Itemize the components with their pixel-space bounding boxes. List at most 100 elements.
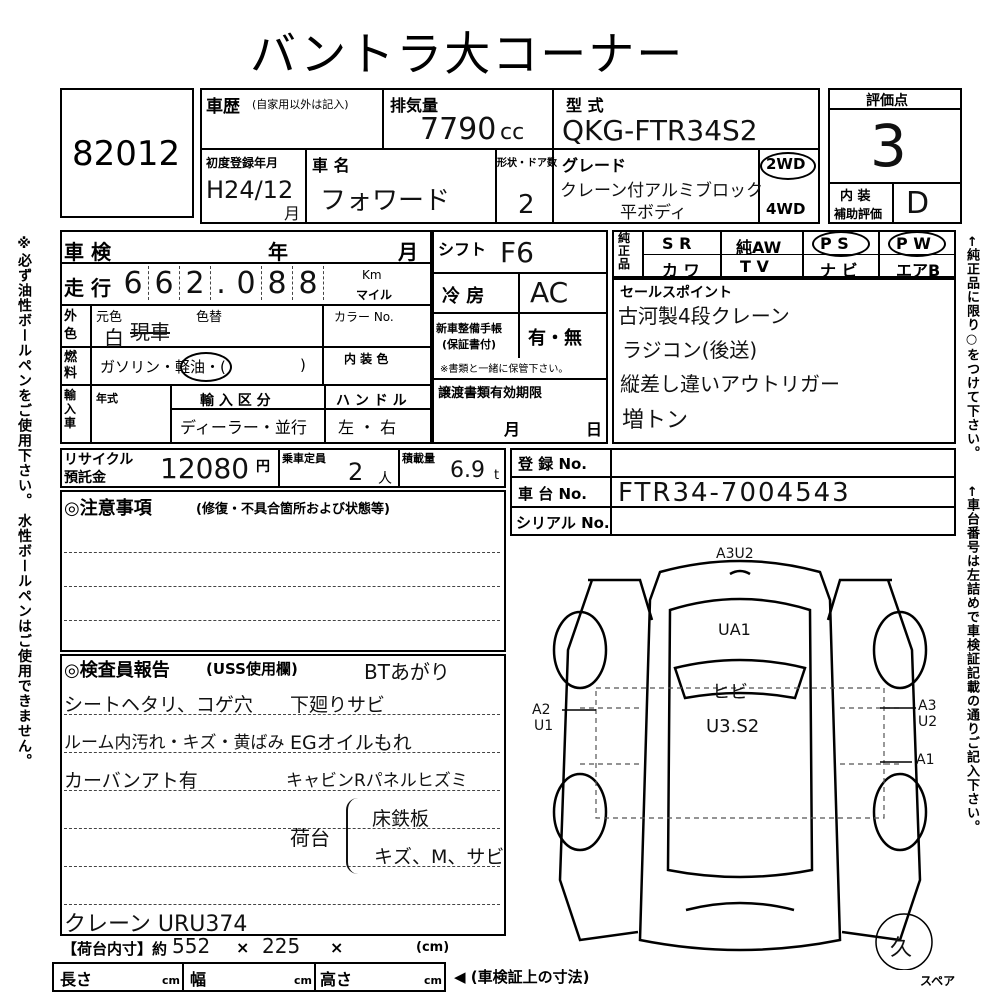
interior-color-label: 内 装 色	[344, 352, 389, 366]
color-code-label: カラー No.	[334, 310, 394, 324]
color-label: 外 色	[64, 309, 78, 342]
capacity-value: 2	[348, 458, 364, 486]
color-change-label: 色替	[196, 310, 223, 325]
diagram-label-ua1: UA1	[718, 620, 751, 639]
bed-dims-width: 225	[262, 934, 301, 958]
score-label: 評価点	[866, 93, 908, 109]
doors-label: 形状・ドア数	[497, 158, 557, 169]
ac-label: 冷 房	[442, 286, 485, 307]
sales-point-line: 縦差し違いアウトリガー	[620, 372, 840, 396]
mileage-unit-km: Km	[362, 268, 382, 282]
bed-dims-x1: ×	[236, 938, 250, 957]
first-reg-unit: 月	[284, 204, 301, 223]
page-title: バントラ大コーナー	[250, 27, 685, 81]
score-box	[828, 88, 962, 224]
header-grid	[200, 88, 820, 224]
fuel-label: 燃 料	[64, 350, 78, 381]
doors-value: 2	[518, 190, 535, 220]
mileage-digit: 8	[293, 266, 324, 301]
inspector-left-line: ルーム内汚れ・キズ・黄ばみ	[64, 733, 285, 753]
bed-dims-x2: ×	[330, 938, 344, 957]
recycle-row	[60, 448, 506, 488]
registration-grid	[510, 448, 956, 536]
car-name-value: フォワード	[320, 186, 451, 216]
inspector-header-note: BTあがり	[364, 660, 450, 684]
recycle-value: 12080	[160, 452, 250, 485]
capacity-unit: 人	[378, 471, 392, 487]
bed-line2: キズ、M、サビ	[374, 846, 505, 868]
inspection-year: 年	[268, 240, 288, 264]
ac-value: AC	[530, 276, 569, 309]
grade-line2: 平ボディ	[620, 203, 687, 223]
sales-points-box	[612, 278, 956, 444]
displacement-label: 排気量	[390, 96, 439, 115]
mileage-digit: 8	[262, 266, 293, 301]
shift-value: F6	[500, 236, 534, 269]
manual-label1: 新車整備手帳	[436, 322, 502, 335]
inspector-right-line: EGオイルもれ	[290, 732, 412, 754]
displacement-unit: cc	[500, 120, 525, 145]
equip-leather: カ ワ	[662, 261, 700, 280]
vehicle-info-grid	[60, 230, 432, 444]
handle-lr: 左 ・ 右	[338, 418, 397, 437]
sales-point-line: 増トン	[622, 408, 689, 433]
inspector-right-line: キャビンRパネルヒズミ	[286, 771, 468, 791]
fuel-diesel-circle	[180, 352, 232, 382]
side-note-left: ※必ず油性ボールペンをご使用下さい。 水性ボールペンはご使用できません。	[16, 236, 32, 769]
notes-box	[60, 490, 506, 652]
chassis-value: FTR34-7004543	[618, 478, 851, 508]
bed-brace	[346, 798, 362, 874]
recycle-label2: 預託金	[64, 470, 106, 486]
diagram-spare-label: スペア	[920, 974, 956, 988]
spec-width-label: 幅	[190, 970, 207, 989]
mileage-digit: 0	[231, 266, 262, 301]
manual-choice: 有・無	[528, 328, 582, 349]
grade-line1: クレーン付アルミブロック	[560, 181, 763, 201]
capacity-label: 乗車定員	[282, 452, 326, 465]
import-section-label: 輸 入 区 分	[200, 393, 271, 409]
inspector-left-line: カーバンアト有	[64, 770, 198, 792]
history-label: 車歴	[206, 97, 240, 117]
color-original-label: 元色	[96, 310, 123, 325]
lot-number: 82012	[72, 134, 181, 174]
bed-dims-label: 【荷台内寸】約	[62, 940, 168, 958]
sales-points-label: セールスポイント	[620, 285, 732, 301]
mileage-unit-mile: マイル	[356, 288, 393, 302]
vehicle-damage-diagram	[552, 559, 933, 970]
recycle-unit: 円	[256, 459, 270, 475]
model-label: 型 式	[566, 96, 604, 115]
grade-label: グレード	[562, 156, 627, 175]
color-struck: 現車	[130, 320, 170, 344]
import-label: 輸入車	[64, 388, 77, 430]
interior-value: D	[906, 186, 930, 221]
displacement-value: 7790	[420, 112, 497, 147]
mileage-digit: 6	[118, 266, 149, 301]
transfer-month: 月	[504, 420, 521, 439]
first-reg-value: H24/12	[206, 176, 294, 204]
drive-2wd: 2WD	[766, 155, 806, 173]
diagram-label-a2: A2	[532, 702, 551, 718]
score-value: 3	[870, 112, 907, 180]
drive-2wd-circle	[760, 152, 816, 180]
drive-4wd: 4WD	[766, 200, 806, 218]
equip-pw-circle	[888, 231, 946, 257]
side-note-right-1: ←純正品に限り○をつけて下さい。	[964, 236, 979, 460]
inspection-month: 月	[398, 240, 418, 264]
bed-line1: 床鉄板	[372, 808, 430, 830]
mileage-digit: .	[216, 266, 226, 301]
model-value: QKG-FTR34S2	[562, 114, 758, 147]
fuel-close: )	[300, 356, 306, 374]
inspector-left-line: シートヘタリ、コゲ穴	[64, 694, 253, 716]
crane-note: クレーン URU374	[64, 912, 248, 937]
first-reg-label: 初度登録年月	[206, 156, 279, 170]
shift-label: シフト	[438, 240, 487, 259]
bed-label: 荷台	[290, 826, 330, 850]
mileage-digit: 2	[180, 266, 211, 301]
equip-airbag: エアB	[896, 261, 941, 280]
inspector-sub: (USS使用欄)	[206, 660, 298, 678]
import-year-label: 年式	[96, 392, 118, 405]
manual-note: ※書類と一緒に保管下さい。	[440, 364, 569, 375]
handle-label: ハ ン ド ル	[336, 393, 407, 409]
load-value: 6.9	[450, 458, 485, 483]
sales-point-line: 古河製4段クレーン	[618, 304, 790, 328]
